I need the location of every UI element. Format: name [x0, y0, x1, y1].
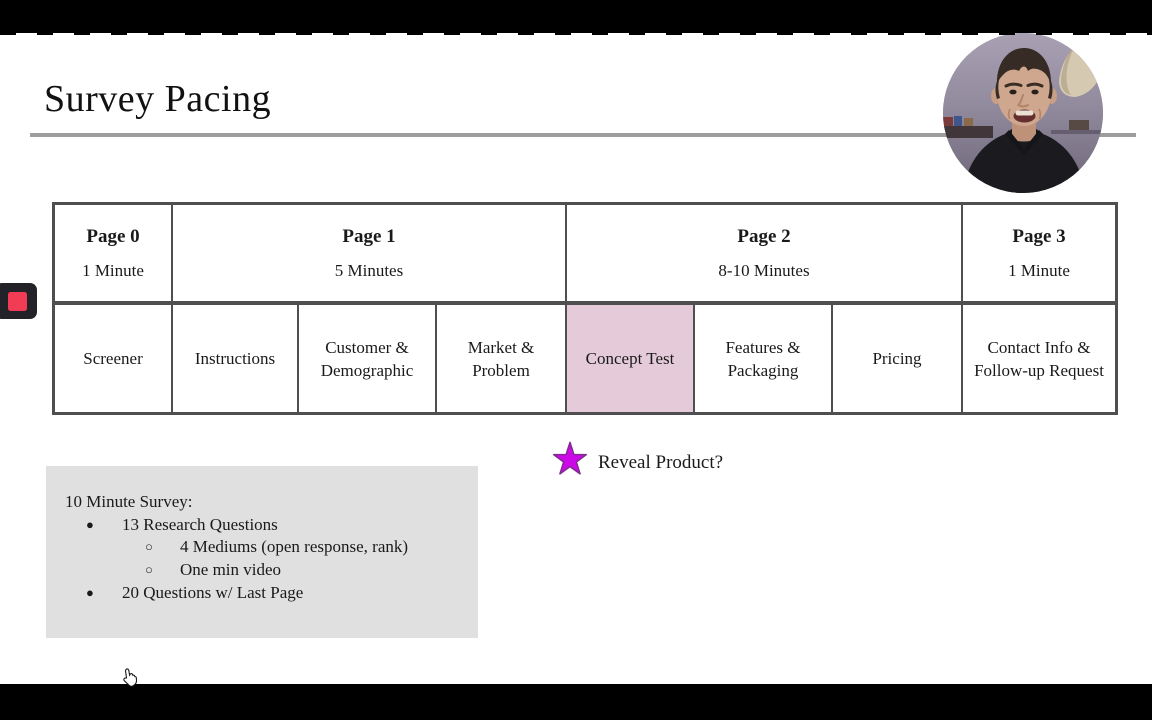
- note-line: ○ 4 Mediums (open response, rank): [46, 536, 478, 559]
- table-header-page0: Page 0 1 Minute: [54, 204, 172, 304]
- table-cell-instructions: Instructions: [172, 304, 298, 413]
- table-cell-concept-test: Concept Test: [566, 304, 694, 413]
- letterbox-bottom-bar: [0, 684, 1152, 720]
- survey-pacing-table: Page 0 1 Minute Page 1 5 Minutes Page 2 …: [52, 202, 1118, 415]
- table-header-page2: Page 2 8-10 Minutes: [566, 204, 962, 304]
- table-cell-market-problem: Market & Problem: [436, 304, 566, 413]
- page-duration: 1 Minute: [82, 260, 144, 280]
- star-icon: [551, 440, 589, 478]
- page-label: Page 2: [737, 225, 791, 247]
- table-header-page1: Page 1 5 Minutes: [172, 204, 566, 304]
- stop-recording-icon[interactable]: [8, 292, 27, 311]
- page-title: Survey Pacing: [44, 78, 272, 120]
- table-header-page3: Page 3 1 Minute: [962, 204, 1116, 304]
- bullet-filled-icon: ●: [86, 584, 94, 600]
- page-label: Page 1: [342, 225, 396, 247]
- recording-widget[interactable]: [0, 283, 37, 319]
- note-line: ● 13 Research Questions: [46, 514, 478, 537]
- slide-edge-dashes: [0, 33, 1152, 35]
- letterbox-top-bar: [0, 0, 1152, 33]
- table-cell-screener: Screener: [54, 304, 172, 413]
- presenter-portrait: [943, 33, 1103, 193]
- notes-box: 10 Minute Survey: ● 13 Research Question…: [46, 466, 478, 638]
- note-line: 10 Minute Survey:: [46, 491, 478, 514]
- title-underline: [30, 133, 1136, 137]
- bullet-hollow-icon: ○: [145, 539, 153, 555]
- bullet-hollow-icon: ○: [145, 562, 153, 578]
- note-text: 4 Mediums (open response, rank): [180, 537, 409, 557]
- table-cell-customer-demographic: Customer & Demographic: [298, 304, 436, 413]
- table-cell-features-packaging: Features & Packaging: [694, 304, 832, 413]
- table-cell-pricing: Pricing: [832, 304, 962, 413]
- note-text: 13 Research Questions: [122, 514, 278, 534]
- presenter-webcam[interactable]: [943, 33, 1103, 193]
- page-label: Page 0: [86, 225, 140, 247]
- note-text: 10 Minute Survey:: [65, 492, 193, 511]
- table-cell-contact-info: Contact Info & Follow-up Request: [962, 304, 1116, 413]
- page-label: Page 3: [1012, 225, 1066, 247]
- reveal-product-label: Reveal Product?: [598, 452, 724, 473]
- page-duration: 1 Minute: [1008, 260, 1070, 280]
- bullet-filled-icon: ●: [86, 516, 94, 532]
- note-text: One min video: [180, 560, 282, 580]
- note-line: ● 20 Questions w/ Last Page: [46, 582, 478, 605]
- note-line: ○ One min video: [46, 559, 478, 582]
- page-duration: 5 Minutes: [334, 260, 404, 280]
- note-text: 20 Questions w/ Last Page: [122, 582, 304, 602]
- page-duration: 8-10 Minutes: [718, 260, 810, 280]
- mouse-cursor-icon: [121, 668, 138, 692]
